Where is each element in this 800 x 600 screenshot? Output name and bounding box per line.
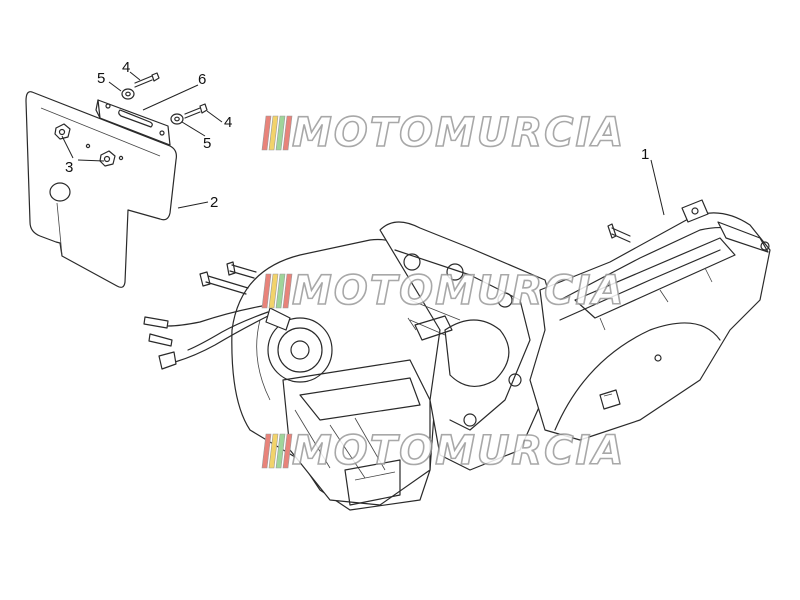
callout-3: 3 (65, 159, 73, 176)
callout-1: 1 (641, 146, 649, 163)
watermark-top: MOTOMURCIA (261, 109, 625, 157)
watermark-stripe (275, 433, 286, 469)
callout-6: 6 (198, 71, 206, 88)
watermark-stripe (261, 273, 272, 309)
washer-upper (121, 88, 135, 100)
watermark-bottom: MOTOMURCIA (261, 427, 625, 475)
watermark-text: MOTOMURCIA (292, 268, 625, 314)
watermark-stripe (282, 115, 293, 151)
callout-5-upper: 5 (97, 70, 105, 87)
leader-5b (181, 121, 206, 137)
heat-shield-plate (25, 91, 177, 288)
watermark-stripe (275, 115, 286, 151)
watermark-middle: MOTOMURCIA (261, 267, 625, 315)
watermark-logo-stripes (261, 115, 293, 151)
watermark-logo-stripes (261, 273, 293, 309)
nut-upper (54, 123, 71, 140)
leader-3b (77, 159, 105, 162)
leader-3a (61, 135, 74, 159)
screw-upper (134, 72, 160, 88)
callout-4-upper: 4 (122, 59, 130, 76)
watermark-stripe (282, 433, 293, 469)
watermark-stripe (268, 115, 279, 151)
leader-4b (206, 110, 223, 123)
washer-lower (170, 113, 184, 125)
leader-5a (108, 81, 122, 92)
leader-1 (650, 159, 665, 216)
watermark-stripe (268, 273, 279, 309)
leader-2 (177, 201, 209, 209)
watermark-stripe (261, 115, 272, 151)
callout-labels: 1 2 3 4 4 5 5 6 (65, 59, 649, 211)
leader-6 (142, 84, 199, 111)
watermark-text: MOTOMURCIA (292, 428, 625, 474)
nut-lower (99, 150, 116, 167)
callout-2: 2 (210, 194, 218, 211)
watermark-stripe (261, 433, 272, 469)
screw-lower (184, 103, 208, 119)
mounting-bracket (95, 99, 171, 146)
leader-lines (61, 71, 665, 216)
callout-5-lower: 5 (203, 135, 211, 152)
watermark-stripe (282, 273, 293, 309)
watermark-logo-stripes (261, 433, 293, 469)
leader-4a (129, 71, 141, 81)
watermark-stripe (275, 273, 286, 309)
watermark-stripe (268, 433, 279, 469)
callout-4-lower: 4 (224, 114, 232, 131)
watermark-text: MOTOMURCIA (292, 110, 625, 156)
